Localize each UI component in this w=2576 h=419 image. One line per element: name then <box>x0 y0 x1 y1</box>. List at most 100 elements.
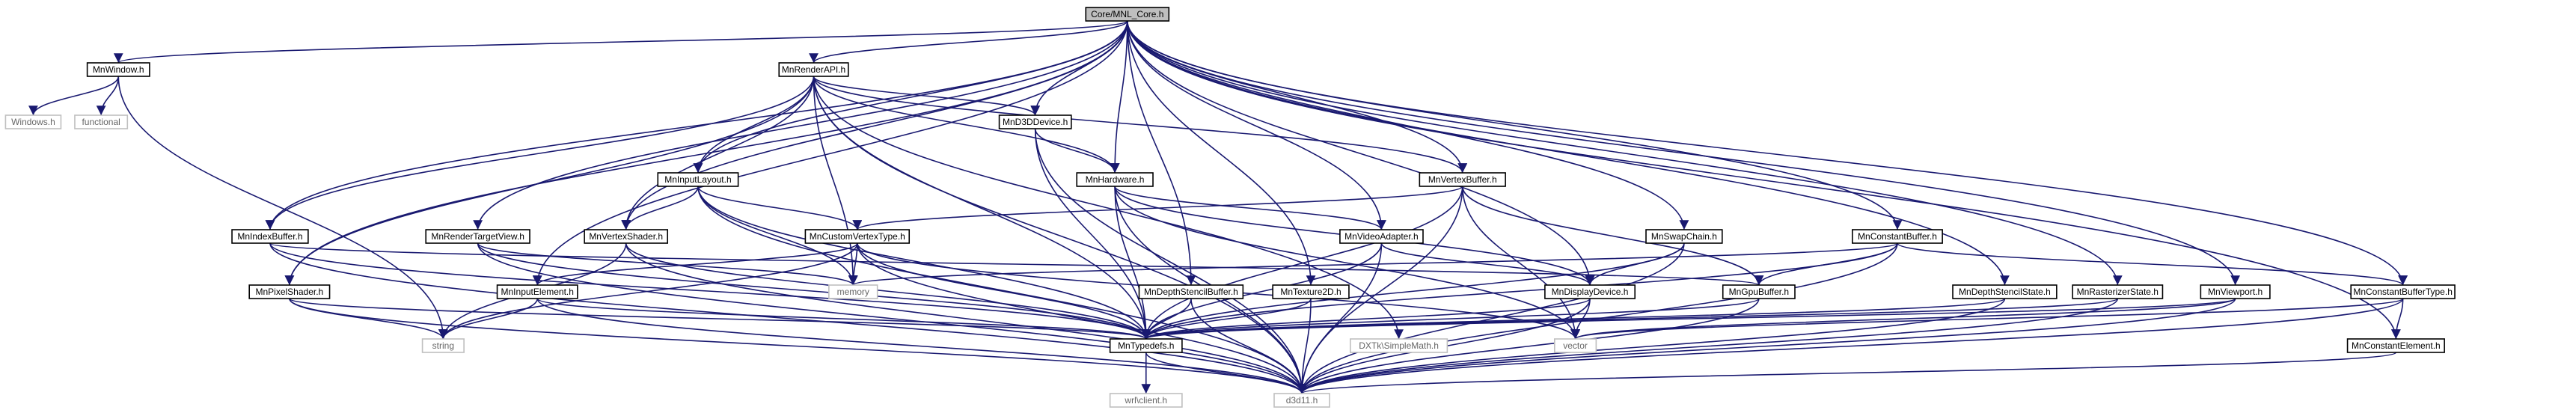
node-depthstencilbuffer[interactable]: MnDepthStencilBuffer.h <box>1138 284 1244 299</box>
node-dxtk: DXTk\SimpleMath.h <box>1349 338 1448 353</box>
node-label-indexbuffer: MnIndexBuffer.h <box>237 231 302 242</box>
node-string: string <box>421 338 465 353</box>
node-customvertextype[interactable]: MnCustomVertexType.h <box>804 229 911 244</box>
edge-core-to-window <box>114 20 1128 64</box>
edge-renderapi-to-hardware <box>813 76 1120 174</box>
node-texture2d[interactable]: MnTexture2D.h <box>1272 284 1350 299</box>
node-label-d3ddevice: MnD3DDevice.h <box>1003 117 1068 127</box>
edge-depthstencilbuffer-to-d3d11 <box>1190 298 1307 394</box>
node-box-d3ddevice <box>998 114 1072 129</box>
node-swapchain[interactable]: MnSwapChain.h <box>1645 229 1723 244</box>
node-core[interactable]: Core/MNL_Core.h <box>1085 7 1170 22</box>
node-inputelement[interactable]: MnInputElement.h <box>496 284 578 299</box>
edge-vertexbuffer-to-gpubuffer <box>1461 186 1764 286</box>
node-d3d11: d3d11.h <box>1273 393 1330 408</box>
edge-customvertextype-to-typedefs <box>857 242 1151 340</box>
node-constantbuffertype[interactable]: MnConstantBufferType.h <box>2350 284 2456 299</box>
edge-core-to-depthstencilbuffer <box>1126 20 1196 286</box>
node-vertexbuffer[interactable]: MnVertexBuffer.h <box>1419 172 1506 187</box>
node-inputlayout[interactable]: MnInputLayout.h <box>657 172 739 187</box>
node-displaydevice[interactable]: MnDisplayDevice.h <box>1544 284 1636 299</box>
edge-core-to-hardware <box>1110 20 1128 174</box>
edge-indexbuffer-to-d3d11 <box>269 242 1307 394</box>
node-renderapi[interactable]: MnRenderAPI.h <box>778 62 849 77</box>
edge-core-to-constantelement <box>1126 20 2401 340</box>
edge-d3ddevice-to-typedefs <box>1034 128 1151 340</box>
node-label-depthstencilstate: MnDepthStencilState.h <box>1959 287 2051 297</box>
node-box-gpubuffer <box>1722 284 1796 299</box>
node-label-string: string <box>432 340 454 351</box>
edge-layer <box>28 20 2408 394</box>
edge-constantelement-to-d3d11 <box>1297 352 2397 394</box>
node-window[interactable]: MnWindow.h <box>86 62 150 77</box>
node-label-constantbuffer: MnConstantBuffer.h <box>1858 231 1937 242</box>
node-constantelement[interactable]: MnConstantElement.h <box>2346 338 2445 353</box>
node-box-constantelement <box>2346 338 2445 353</box>
node-vertexshader[interactable]: MnVertexShader.h <box>584 229 669 244</box>
node-label-inputelement: MnInputElement.h <box>501 287 574 297</box>
edge-rasterizerstate-to-d3d11 <box>1297 298 2119 394</box>
node-box-inputelement <box>496 284 578 299</box>
node-pixelshader[interactable]: MnPixelShader.h <box>248 284 331 299</box>
node-viewport[interactable]: MnViewport.h <box>2200 284 2271 299</box>
node-box-window <box>86 62 150 77</box>
node-functional: functional <box>74 114 129 129</box>
edge-customvertextype-to-inputelement <box>533 242 858 286</box>
node-label-customvertextype: MnCustomVertexType.h <box>810 231 905 242</box>
node-label-functional: functional <box>82 117 120 127</box>
node-box-functional <box>74 114 129 129</box>
node-box-string <box>421 338 465 353</box>
node-gpubuffer[interactable]: MnGpuBuffer.h <box>1722 284 1796 299</box>
node-d3ddevice[interactable]: MnD3DDevice.h <box>998 114 1072 129</box>
node-box-rasterizerstate <box>2072 284 2164 299</box>
edge-inputelement-to-d3d11 <box>536 298 1307 394</box>
node-label-memory: memory <box>837 287 869 297</box>
edge-vertexbuffer-to-typedefs <box>1141 186 1463 340</box>
edge-window-to-string <box>117 76 448 340</box>
edge-typedefs-to-d3d11 <box>1145 352 1307 394</box>
node-label-windows: Windows.h <box>11 117 55 127</box>
node-label-viewport: MnViewport.h <box>2208 287 2263 297</box>
node-label-vector: vector <box>1563 340 1588 351</box>
node-label-hardware: MnHardware.h <box>1086 174 1145 185</box>
edge-core-to-rendertargetview <box>473 20 1128 230</box>
edge-d3ddevice-to-hardware <box>1034 128 1120 174</box>
node-depthstencilstate[interactable]: MnDepthStencilState.h <box>1952 284 2058 299</box>
node-rendertargetview[interactable]: MnRenderTargetView.h <box>425 229 530 244</box>
edge-texture2d-to-typedefs <box>1141 298 1312 340</box>
edge-renderapi-to-pixelshader <box>284 76 815 286</box>
edge-core-to-inputlayout <box>693 20 1128 174</box>
node-label-depthstencilbuffer: MnDepthStencilBuffer.h <box>1144 287 1238 297</box>
node-label-vertexbuffer: MnVertexBuffer.h <box>1428 174 1497 185</box>
node-box-renderapi <box>778 62 849 77</box>
edge-renderapi-to-inputlayout <box>693 76 815 174</box>
node-memory: memory <box>828 284 878 299</box>
node-box-indexbuffer <box>231 229 309 244</box>
edge-videoadapter-to-typedefs <box>1141 242 1383 340</box>
edge-constantbuffertype-to-d3d11 <box>1297 298 2404 394</box>
node-typedefs[interactable]: MnTypedefs.h <box>1109 338 1183 353</box>
edge-depthstencilstate-to-d3d11 <box>1297 298 2006 394</box>
node-label-constantbuffertype: MnConstantBufferType.h <box>2353 287 2453 297</box>
node-box-constantbuffertype <box>2350 284 2456 299</box>
edge-rendertargetview-to-typedefs <box>477 242 1151 340</box>
edge-hardware-to-vector <box>1114 186 1580 340</box>
edge-pixelshader-to-d3d11 <box>289 298 1307 394</box>
edge-pixelshader-to-typedefs <box>289 298 1151 340</box>
node-constantbuffer[interactable]: MnConstantBuffer.h <box>1852 229 1943 244</box>
edge-core-to-pixelshader <box>284 20 1128 286</box>
node-videoadapter[interactable]: MnVideoAdapter.h <box>1339 229 1424 244</box>
node-label-gpubuffer: MnGpuBuffer.h <box>1729 287 1790 297</box>
node-indexbuffer[interactable]: MnIndexBuffer.h <box>231 229 309 244</box>
edge-inputelement-to-string <box>438 298 539 340</box>
node-rasterizerstate[interactable]: MnRasterizerState.h <box>2072 284 2164 299</box>
edge-videoadapter-to-displaydevice <box>1380 242 1595 286</box>
node-hardware[interactable]: MnHardware.h <box>1076 172 1154 187</box>
edge-core-to-texture2d <box>1126 20 1316 286</box>
node-box-vertexbuffer <box>1419 172 1506 187</box>
edge-constantbuffer-to-memory <box>848 242 1898 286</box>
node-box-core <box>1085 7 1170 22</box>
node-box-dxtk <box>1349 338 1448 353</box>
